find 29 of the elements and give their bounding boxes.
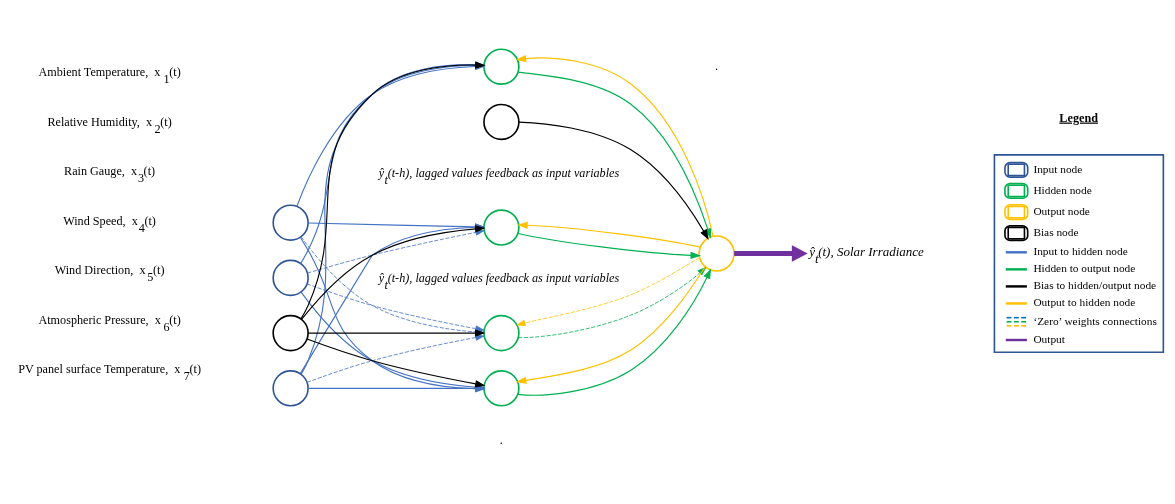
legend-label: Output (1033, 332, 1065, 345)
legend-label: Output node (1033, 204, 1090, 217)
legend-label: Hidden to output node (1033, 261, 1136, 274)
node-circle (483, 208, 520, 246)
label: Legend (1059, 110, 1098, 125)
arrow (518, 121, 709, 240)
legend-label: ‘Zero’ weights connections (1033, 314, 1157, 327)
legend-label: Bias node (1033, 225, 1079, 238)
arrow (734, 244, 808, 262)
node-circle (483, 314, 520, 351)
node-circle (483, 47, 520, 85)
legend-label: Input node (1033, 162, 1083, 175)
arrow (517, 221, 701, 248)
legend-label: Output to hidden node (1033, 295, 1136, 308)
node-circle (272, 203, 309, 241)
node-circle (483, 369, 520, 407)
arrow (516, 256, 700, 326)
node-circle (272, 314, 309, 351)
node-circle (483, 103, 520, 140)
legend-label: Input to hidden node (1033, 244, 1128, 257)
label: . (715, 58, 719, 73)
node-circle (272, 259, 309, 296)
arrow (306, 282, 485, 332)
node-circle (698, 234, 735, 272)
legend-label: Bias to hidden/output node (1033, 278, 1157, 291)
legend-label: Hidden node (1033, 183, 1092, 196)
node-circle (272, 369, 309, 407)
label: . (499, 432, 503, 447)
arrow (517, 232, 701, 259)
